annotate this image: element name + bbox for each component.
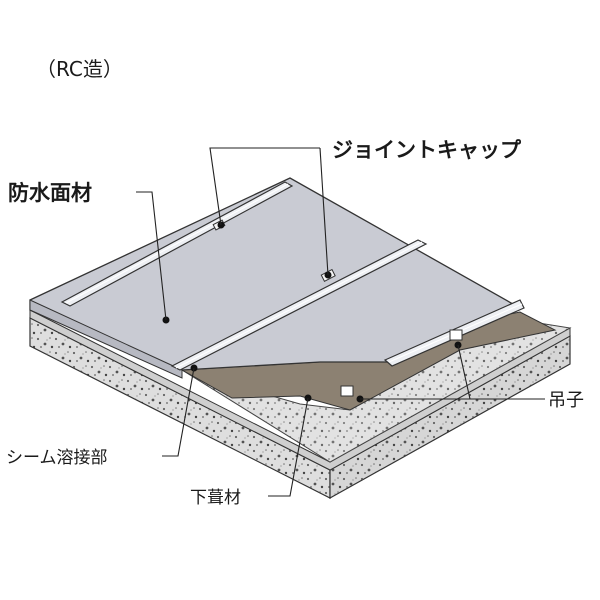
label-waterproof: 防水面材 [8,181,92,205]
label-joint-cap: ジョイントキャップ [332,138,522,162]
label-underlay: 下葺材 [190,488,241,508]
hanger-clip-icon [340,329,463,397]
label-seam-weld: シーム溶接部 [6,448,108,468]
caption: （RC造） [36,57,123,81]
label-hanger: 吊子 [548,390,584,411]
